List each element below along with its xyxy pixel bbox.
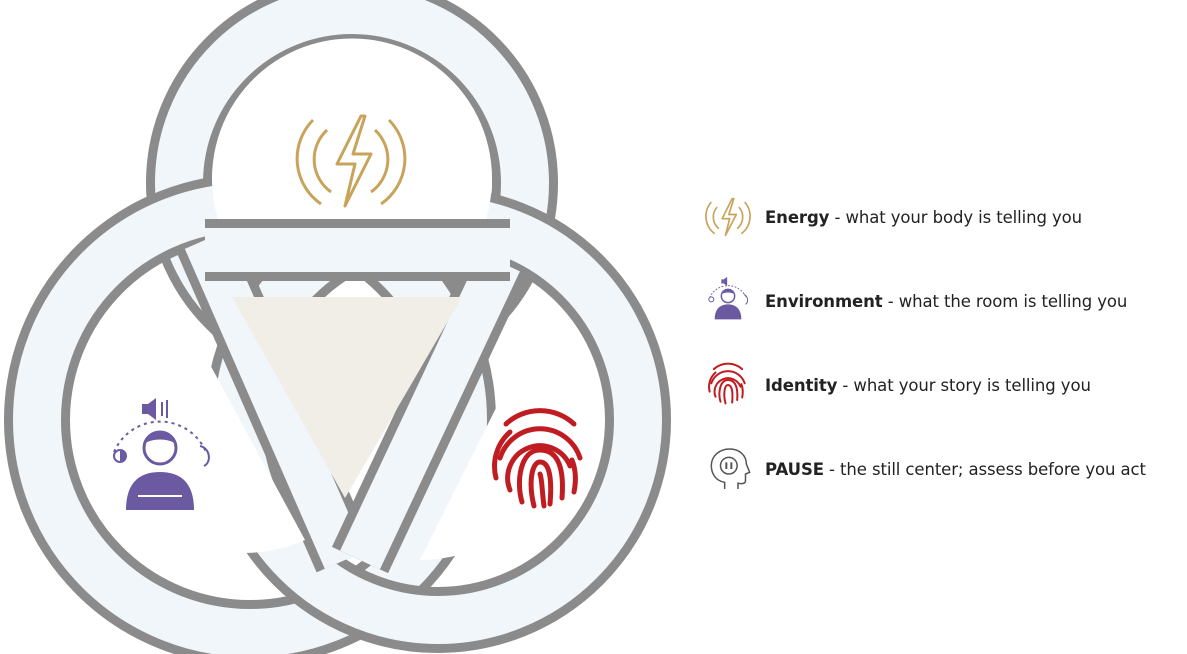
person-senses-icon xyxy=(113,398,210,510)
legend-description: - what your body is telling you xyxy=(829,207,1083,227)
legend-item-environment: Environment - what the room is telling y… xyxy=(703,274,1127,328)
legend-item-energy: Energy - what your body is telling you xyxy=(703,190,1082,244)
legend-description: - what your story is telling you xyxy=(837,375,1091,395)
lightning-bolt-icon xyxy=(295,114,407,208)
person-senses-icon xyxy=(708,276,749,320)
head-pause-icon xyxy=(710,448,751,489)
lobe-top xyxy=(212,38,492,219)
triquetra-diagram xyxy=(4,0,671,654)
fingerprint-icon xyxy=(492,408,583,509)
legend-term: Energy xyxy=(765,207,830,227)
band-left-diagonal xyxy=(176,227,374,573)
legend-description: - what the room is telling you xyxy=(882,291,1128,311)
legend-term: Environment xyxy=(765,291,883,311)
band-right-diagonal xyxy=(331,248,529,574)
fingerprint-icon xyxy=(708,362,746,405)
legend-term: Identity xyxy=(765,375,838,395)
legend-description: - the still center; assess before you ac… xyxy=(823,459,1146,479)
legend-item-identity: Identity - what your story is telling yo… xyxy=(703,358,1091,412)
legend-item-pause: PAUSE - the still center; assess before … xyxy=(703,442,1146,496)
lightning-bolt-icon xyxy=(705,197,751,237)
legend-term: PAUSE xyxy=(765,459,824,479)
